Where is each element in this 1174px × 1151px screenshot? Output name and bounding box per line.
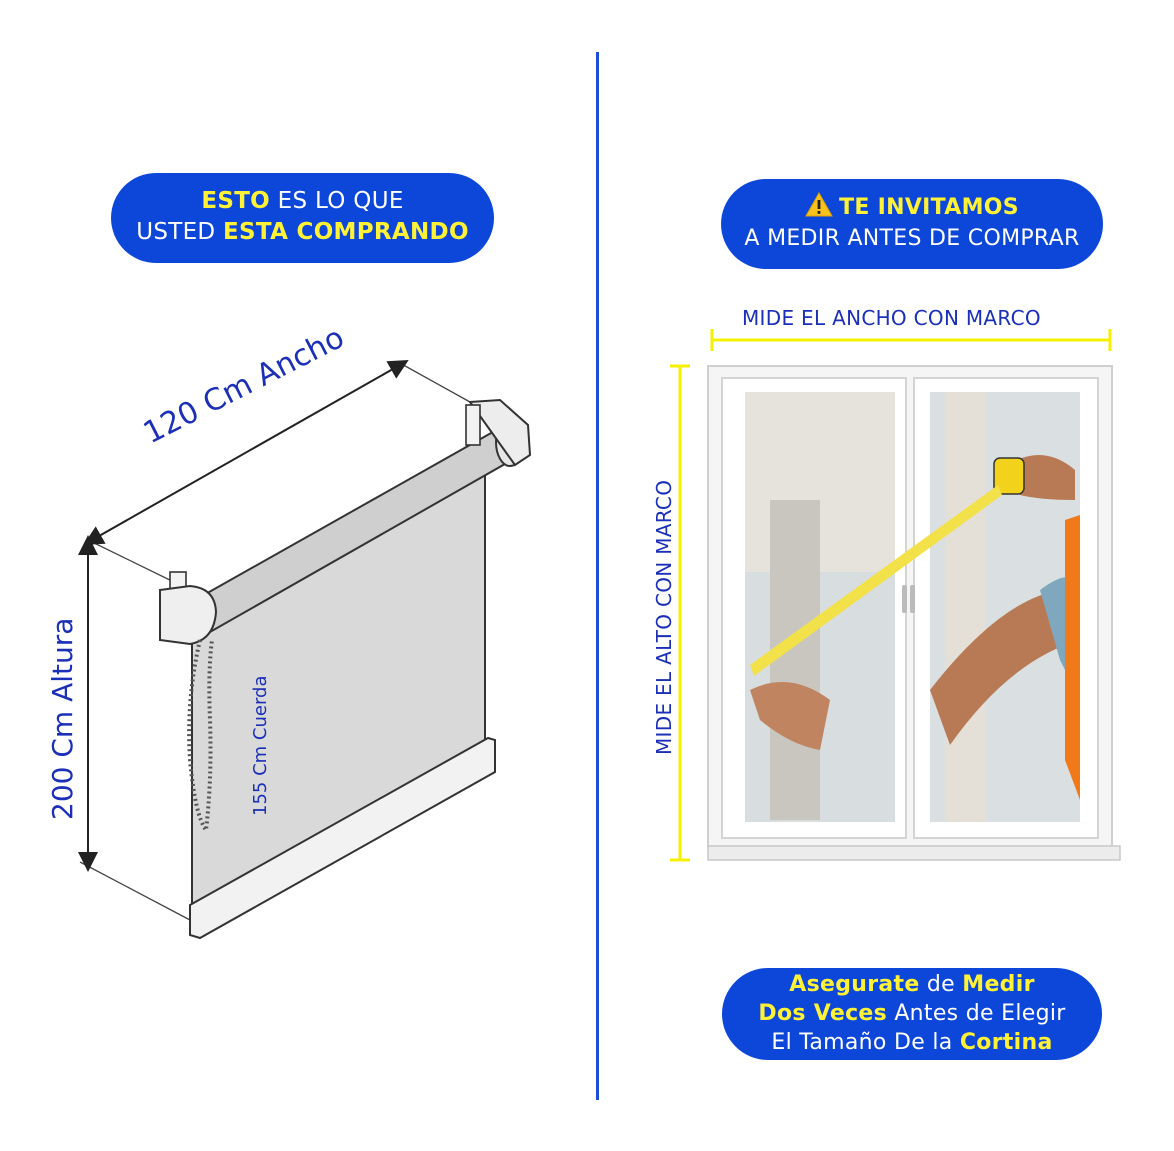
badge-text: Antes de Elegir xyxy=(887,1001,1066,1026)
center-divider xyxy=(596,52,599,1100)
badge-highlight: Dos Veces xyxy=(758,1001,888,1026)
extension-line xyxy=(79,861,191,921)
right-bracket xyxy=(468,398,532,467)
measure-width-label: MIDE EL ANCHO CON MARCO xyxy=(742,306,1041,330)
badge-text: ES LO QUE xyxy=(270,188,404,214)
badge-highlight: TE INVITAMOS xyxy=(839,195,1019,220)
product-badge: ESTO ES LO QUE USTED ESTA COMPRANDO xyxy=(111,173,494,263)
tape-measure xyxy=(993,457,1025,495)
extension-line xyxy=(397,361,471,403)
badge-text: de xyxy=(919,972,963,997)
person-vest xyxy=(1065,515,1080,800)
badge-text: USTED xyxy=(136,219,224,245)
badge-text: A MEDIR ANTES DE COMPRAR xyxy=(744,226,1080,251)
glass-reflection xyxy=(770,500,820,820)
window-handle xyxy=(910,585,915,613)
left-bracket xyxy=(159,584,218,646)
warning-icon xyxy=(805,192,833,217)
badge-text: El Tamaño De la xyxy=(771,1030,960,1055)
person-arm xyxy=(930,590,1080,745)
measure-advice-badge: TE INVITAMOS A MEDIR ANTES DE COMPRAR xyxy=(721,179,1103,269)
blind-bottom-bar xyxy=(189,736,496,940)
badge-highlight: Cortina xyxy=(959,1030,1053,1055)
person-hand xyxy=(750,682,830,750)
tip-badge: Asegurate de Medir Dos Veces Antes de El… xyxy=(722,968,1102,1060)
right-bracket-plate xyxy=(465,404,481,446)
width-dimension-line xyxy=(83,360,409,545)
extension-line xyxy=(87,539,181,586)
badge-highlight: Asegurate xyxy=(789,972,920,997)
glass-reflection xyxy=(945,392,985,822)
measure-height-label: MIDE EL ALTO CON MARCO xyxy=(652,479,676,755)
tape-blade xyxy=(750,485,1002,676)
badge-highlight: ESTO xyxy=(201,188,271,214)
badge-highlight: ESTA COMPRANDO xyxy=(223,219,469,245)
window-handle xyxy=(902,585,907,613)
badge-highlight: Medir xyxy=(962,972,1035,997)
window-sill xyxy=(707,845,1121,861)
